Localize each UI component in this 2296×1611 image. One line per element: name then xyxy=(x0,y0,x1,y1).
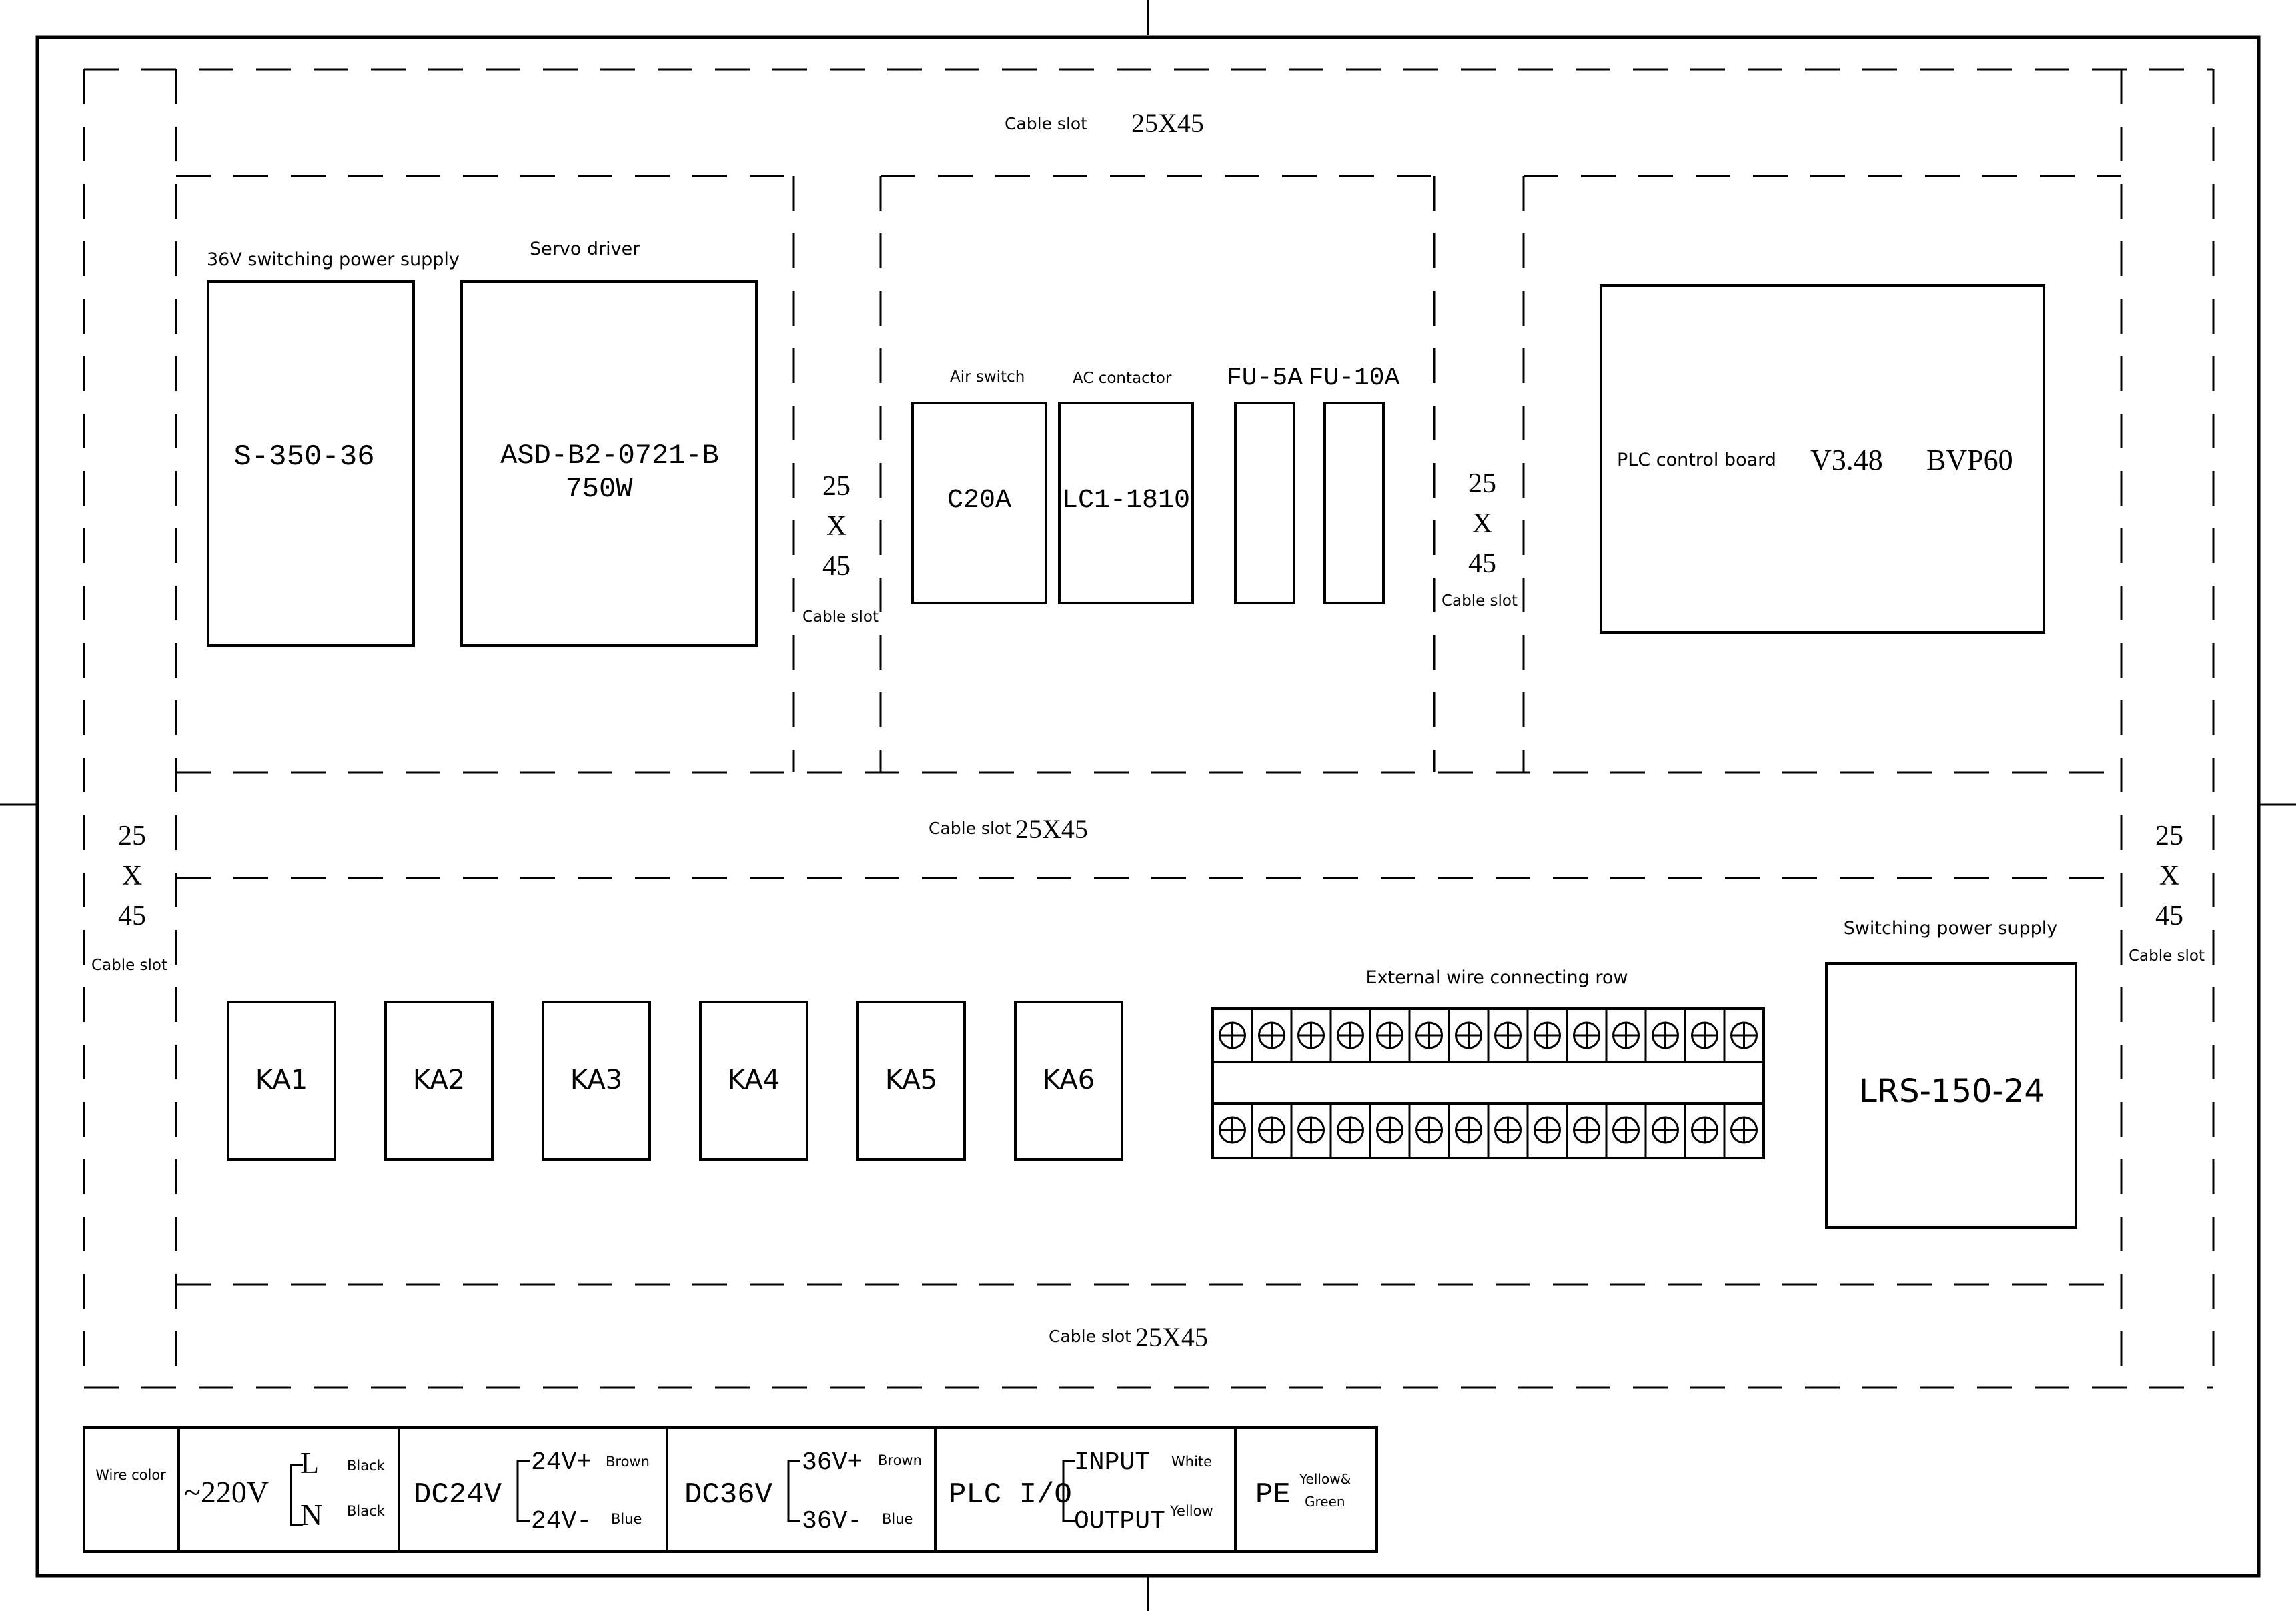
svg-text:24V+: 24V+ xyxy=(531,1448,592,1477)
svg-text:Black: Black xyxy=(347,1458,386,1474)
plc-model: BVP60 xyxy=(1926,444,2013,476)
cable-slot-upper-left: 25 X 45 Cable slot xyxy=(802,471,879,626)
svg-text:Brown: Brown xyxy=(606,1454,650,1470)
contactor-title: AC contactor xyxy=(1073,370,1172,387)
cable-slot-bottom-size: 25X45 xyxy=(1135,1322,1208,1352)
svg-text:L: L xyxy=(300,1446,319,1480)
legend-dc36v: DC36V 36V+ 36V- Brown Blue xyxy=(684,1448,922,1536)
cable-slot-mid-label: Cable slot xyxy=(929,819,1011,838)
svg-text:PE: PE xyxy=(1255,1478,1291,1512)
cable-slot-right: 25 X 45 Cable slot xyxy=(2129,821,2205,965)
relay-label: KA3 xyxy=(570,1065,622,1095)
svg-text:PLC I/O: PLC I/O xyxy=(949,1478,1072,1512)
svg-text:X: X xyxy=(122,861,142,891)
psu24-title: Switching power supply xyxy=(1844,918,2058,939)
svg-text:45: 45 xyxy=(2155,901,2183,931)
fuse2-box xyxy=(1323,402,1385,604)
svg-text:White: White xyxy=(1171,1454,1212,1470)
svg-text:~220V: ~220V xyxy=(184,1475,269,1509)
legend-220v: ~220V L N Black Black xyxy=(184,1446,386,1532)
relay-boxes xyxy=(227,1001,1123,1161)
legend-pe: PE Yellow& Green xyxy=(1255,1471,1351,1512)
svg-text:45: 45 xyxy=(1468,548,1496,579)
servo-model-line1: ASD-B2-0721-B xyxy=(500,440,719,472)
wire-legend-table xyxy=(83,1426,1378,1553)
svg-text:OUTPUT: OUTPUT xyxy=(1074,1507,1165,1536)
svg-text:Cable slot: Cable slot xyxy=(802,608,879,626)
air-switch-model: C20A xyxy=(947,486,1011,516)
svg-text:N: N xyxy=(300,1498,322,1532)
legend-header: Wire color xyxy=(95,1467,166,1483)
svg-text:Yellow: Yellow xyxy=(1169,1503,1213,1519)
relay-label: KA1 xyxy=(255,1065,308,1095)
air-switch-title: Air switch xyxy=(950,368,1025,386)
svg-text:Yellow&: Yellow& xyxy=(1299,1471,1351,1487)
svg-text:25: 25 xyxy=(118,821,146,851)
svg-text:X: X xyxy=(1472,508,1492,539)
relay-label: KA4 xyxy=(728,1065,780,1095)
svg-text:36V-: 36V- xyxy=(802,1507,863,1536)
relay-label: KA2 xyxy=(413,1065,465,1095)
svg-text:Blue: Blue xyxy=(882,1511,913,1527)
contactor-model: LC1-1810 xyxy=(1062,486,1190,516)
psu36-title: 36V switching power supply xyxy=(207,249,460,270)
svg-text:36V+: 36V+ xyxy=(802,1448,863,1477)
plc-title: PLC control board xyxy=(1617,450,1776,470)
svg-text:45: 45 xyxy=(118,901,146,931)
svg-text:X: X xyxy=(2159,861,2179,891)
servo-box xyxy=(460,280,758,647)
svg-text:25: 25 xyxy=(2155,821,2183,851)
fuse1-title: FU-5A xyxy=(1227,364,1303,392)
fuse1-box xyxy=(1234,402,1295,604)
svg-text:24V-: 24V- xyxy=(531,1507,592,1536)
cable-slot-left: 25 X 45 Cable slot xyxy=(91,821,167,974)
terminal-cells xyxy=(1219,1009,1758,1158)
svg-text:Cable slot: Cable slot xyxy=(91,957,167,974)
svg-text:X: X xyxy=(826,511,846,542)
svg-text:Brown: Brown xyxy=(878,1452,922,1468)
svg-text:DC36V: DC36V xyxy=(684,1478,773,1512)
servo-title: Servo driver xyxy=(530,239,640,259)
plc-version: V3.48 xyxy=(1810,444,1883,476)
air-switch-box xyxy=(911,402,1047,604)
svg-text:Black: Black xyxy=(347,1503,386,1519)
cable-slot-top-size: 25X45 xyxy=(1131,108,1204,138)
cabinet-outer-frame xyxy=(35,35,2261,1578)
svg-text:25: 25 xyxy=(822,471,850,502)
cable-slot-top-label: Cable slot xyxy=(1005,114,1087,133)
cable-slot-guides xyxy=(83,68,2215,1389)
svg-text:DC24V: DC24V xyxy=(414,1478,502,1512)
cable-slot-mid-size: 25X45 xyxy=(1015,814,1088,844)
terminal-row-title: External wire connecting row xyxy=(1366,967,1628,988)
legend-dc24v: DC24V 24V+ 24V- Brown Blue xyxy=(414,1448,650,1536)
legend-plc-io: PLC I/O INPUT OUTPUT White Yellow xyxy=(949,1448,1213,1536)
cable-slot-bottom-label: Cable slot xyxy=(1049,1327,1131,1346)
servo-model-line2: 750W xyxy=(566,473,634,505)
psu36-box xyxy=(207,280,415,647)
psu36-model: S-350-36 xyxy=(233,440,374,474)
contactor-box xyxy=(1058,402,1194,604)
plc-box xyxy=(1600,284,2045,634)
svg-text:Cable slot: Cable slot xyxy=(2129,947,2205,965)
svg-text:Green: Green xyxy=(1305,1494,1345,1510)
relay-label: KA5 xyxy=(885,1065,937,1095)
psu24-box xyxy=(1825,962,2077,1229)
legend-brackets xyxy=(290,1460,1075,1526)
relay-label: KA6 xyxy=(1043,1065,1095,1095)
svg-text:INPUT: INPUT xyxy=(1074,1448,1150,1477)
svg-text:Blue: Blue xyxy=(611,1511,642,1527)
svg-text:45: 45 xyxy=(822,551,850,582)
svg-text:Cable slot: Cable slot xyxy=(1442,592,1518,610)
psu24-model: LRS-150-24 xyxy=(1859,1073,2045,1110)
fuse2-title: FU-10A xyxy=(1309,364,1400,392)
svg-text:25: 25 xyxy=(1468,468,1496,499)
cable-slot-upper-right: 25 X 45 Cable slot xyxy=(1442,468,1518,610)
